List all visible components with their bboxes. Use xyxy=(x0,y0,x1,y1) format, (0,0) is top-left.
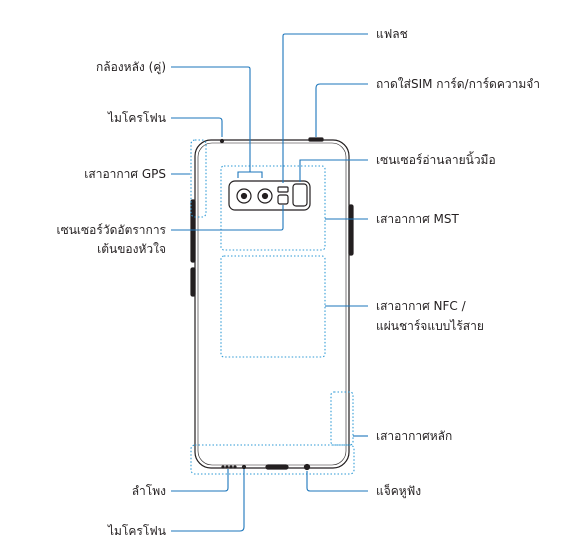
rear-camera-lens-2 xyxy=(257,188,273,204)
mic-bottom-callout xyxy=(171,469,245,532)
main-antenna-region-bottom xyxy=(190,444,355,475)
heart-rate-callout xyxy=(171,205,284,231)
flash-callout xyxy=(282,33,368,183)
label-nfc-antenna-line2: แผ่นชาร์จแบบไร้สาย xyxy=(376,319,484,333)
rear-camera-callout xyxy=(171,66,263,178)
flash-led xyxy=(277,186,289,193)
camera-bar xyxy=(228,180,311,211)
label-main-antenna: เสาอากาศหลัก xyxy=(376,429,453,443)
usb-port xyxy=(265,464,289,470)
label-rear-camera: กล้องหลัง (คู่) xyxy=(95,60,166,74)
headset-jack-hole xyxy=(303,463,311,471)
speaker-callout xyxy=(171,469,229,492)
label-mst-antenna: เสาอากาศ MST xyxy=(376,212,459,226)
label-mic-bottom: ไมโครโฟน xyxy=(107,524,166,538)
antenna-regions xyxy=(190,139,355,475)
callout-lines xyxy=(171,33,368,532)
speaker-grille xyxy=(221,465,237,469)
label-nfc-antenna-line1: เสาอากาศ NFC / xyxy=(376,299,466,313)
rear-camera-lens-1 xyxy=(236,188,252,204)
bottom-mic-hole xyxy=(241,464,247,470)
label-speaker: ลำโพง xyxy=(131,484,166,498)
heart-rate-sensor xyxy=(277,194,289,205)
mic-top-callout xyxy=(171,117,223,137)
bixby-button xyxy=(190,267,196,297)
label-fingerprint-sensor: เซนเซอร์อ่านลายนิ้วมือ xyxy=(376,153,496,167)
phone-inner-edge xyxy=(197,142,347,466)
camera-module xyxy=(228,180,311,211)
gps-antenna-region xyxy=(190,139,207,218)
phone-body xyxy=(190,137,354,471)
label-heart-rate-sensor-line1: เซนเซอร์วัดอัตราการ xyxy=(56,223,166,237)
sim-tray-slot xyxy=(308,137,324,142)
label-gps-antenna: เสาอากาศ GPS xyxy=(84,167,166,181)
sim-tray-callout xyxy=(315,83,368,137)
label-heart-rate-sensor-line2: เต้นของหัวใจ xyxy=(97,242,166,256)
fingerprint-callout xyxy=(299,159,368,182)
label-mic-top: ไมโครโฟน xyxy=(107,111,166,125)
mst-antenna-region xyxy=(220,165,326,251)
volume-button xyxy=(190,199,196,263)
label-sim-tray: ถาดใส่SIM การ์ด/การ์ดความจำ xyxy=(376,77,541,91)
label-headset-jack: แจ็คหูฟัง xyxy=(376,484,422,498)
phone-outline xyxy=(194,139,350,469)
nfc-antenna-region xyxy=(220,255,326,358)
fingerprint-sensor xyxy=(292,183,308,207)
power-button xyxy=(348,204,354,256)
label-flash: แฟลช xyxy=(376,27,408,41)
top-mic-hole xyxy=(219,138,225,144)
headset-jack-callout xyxy=(306,471,368,492)
main-antenna-region-side xyxy=(330,391,354,446)
